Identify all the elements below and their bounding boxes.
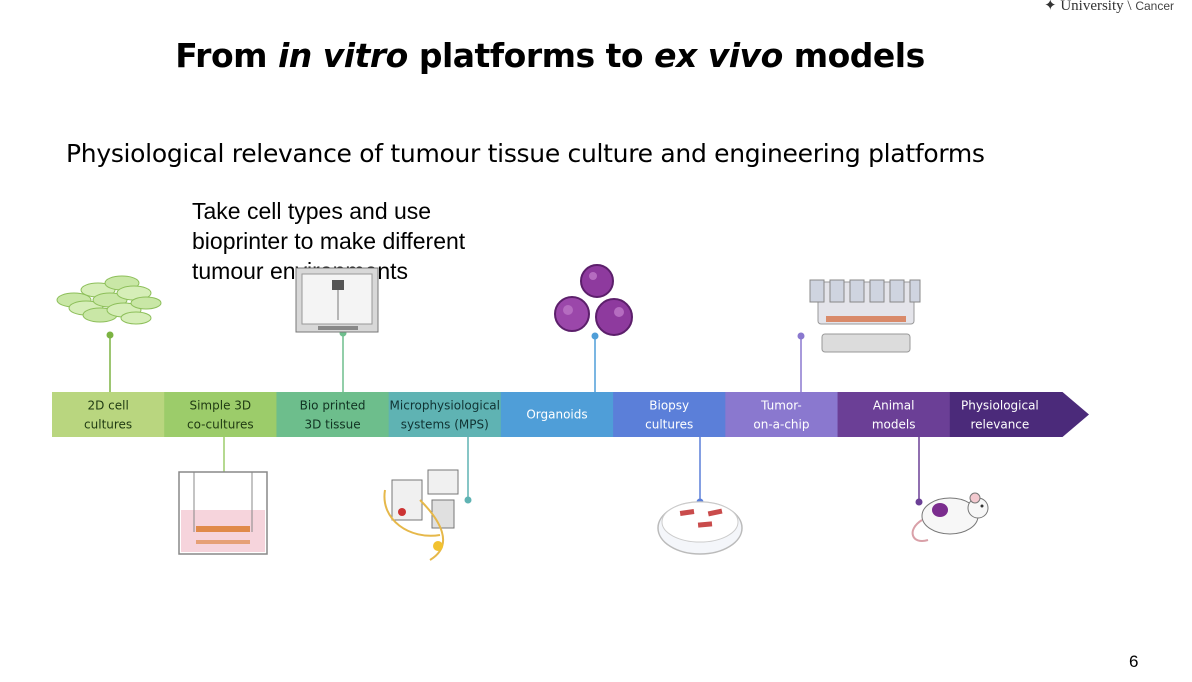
timeline-segment: Physiological relevance [949,392,1089,437]
timeline-segment-label: Biopsy [649,399,689,413]
title-part-2: platforms to [407,36,655,75]
note-line: bioprinter to make different [192,228,466,254]
timeline-segment-label: Animal [873,399,915,413]
title-italic-1: in vitro [278,36,408,75]
timeline-segment-label: Organoids [526,408,587,422]
timeline-segment: Biopsy cultures [613,392,726,437]
tumor-on-chip-illustration [809,279,921,353]
timeline-segment-label: on-a-chip [753,418,809,432]
slide-subtitle: Physiological relevance of tumour tissue… [66,139,985,168]
timeline-segment-fill [388,392,502,437]
timeline-segment-label: co-cultures [187,418,254,432]
title-italic-2: ex vivo [654,36,783,75]
timeline-segment-label: Microphysiological [390,399,500,413]
timeline-segment-label: models [872,418,916,432]
slide-title: From in vitro platforms to ex vivo model… [0,36,1100,75]
note-line: Take cell types and use [192,198,432,224]
timeline-arrow: 2D cell cultures Simple 3D co-cultures Bio p… [52,392,1089,437]
cell-culture-dish-illustration [56,275,162,325]
page-number: 6 [1129,652,1139,671]
timeline-segment-fill [500,392,614,437]
logo-cancer-text: Cancer [1135,0,1174,13]
timeline-segment: Tumor-on-a-chip [725,392,839,437]
timeline-segment-label: cultures [84,418,132,432]
timeline-segment-fill [725,392,839,437]
timeline-segment-label: systems (MPS) [401,418,489,432]
timeline-segment-label: Physiological [961,399,1039,413]
timeline-segment-label: 2D cell [87,399,128,413]
title-part-3: models [782,36,926,75]
timeline-segment-label: relevance [970,418,1029,432]
title-part-1: From [175,36,278,75]
transwell-illustration [178,471,268,555]
timeline-segment: Animal models [837,392,951,437]
timeline-segment-label: Tumor- [760,399,802,413]
timeline-segment-fill [276,392,390,437]
timeline-segment-fill [52,392,165,437]
timeline-segment: Organoids [500,392,614,437]
timeline-segment: Bio printed 3D tissue [276,392,390,437]
note-text: Take cell types and use bioprinter to ma… [192,196,522,286]
timeline-segment-label: 3D tissue [304,418,360,432]
biopsy-dish-illustration [657,501,743,555]
timeline-segment-fill [949,392,1089,437]
bioprinter-illustration [295,267,379,333]
organoids-illustration [554,264,633,336]
timeline-segment-label: cultures [645,418,693,432]
timeline-segment-fill [613,392,726,437]
timeline-segment-fill [837,392,951,437]
timeline-segment: 2D cell cultures [52,392,165,437]
timeline-segment-label: Bio printed [300,399,366,413]
logo-divider: \ [1127,0,1136,14]
logo-university-text: University [1060,0,1124,14]
shield-icon: ✦ [1043,0,1057,14]
timeline-segment-fill [164,392,277,437]
timeline-segment: Microphysiological systems (MPS) [388,392,502,437]
mouse-illustration [911,492,989,542]
timeline-segment: Simple 3D co-cultures [164,392,277,437]
university-logo: ✦ University \ Cancer [1044,0,1174,15]
microfluidic-illustration [383,469,459,561]
timeline-segment-label: Simple 3D [189,399,251,413]
